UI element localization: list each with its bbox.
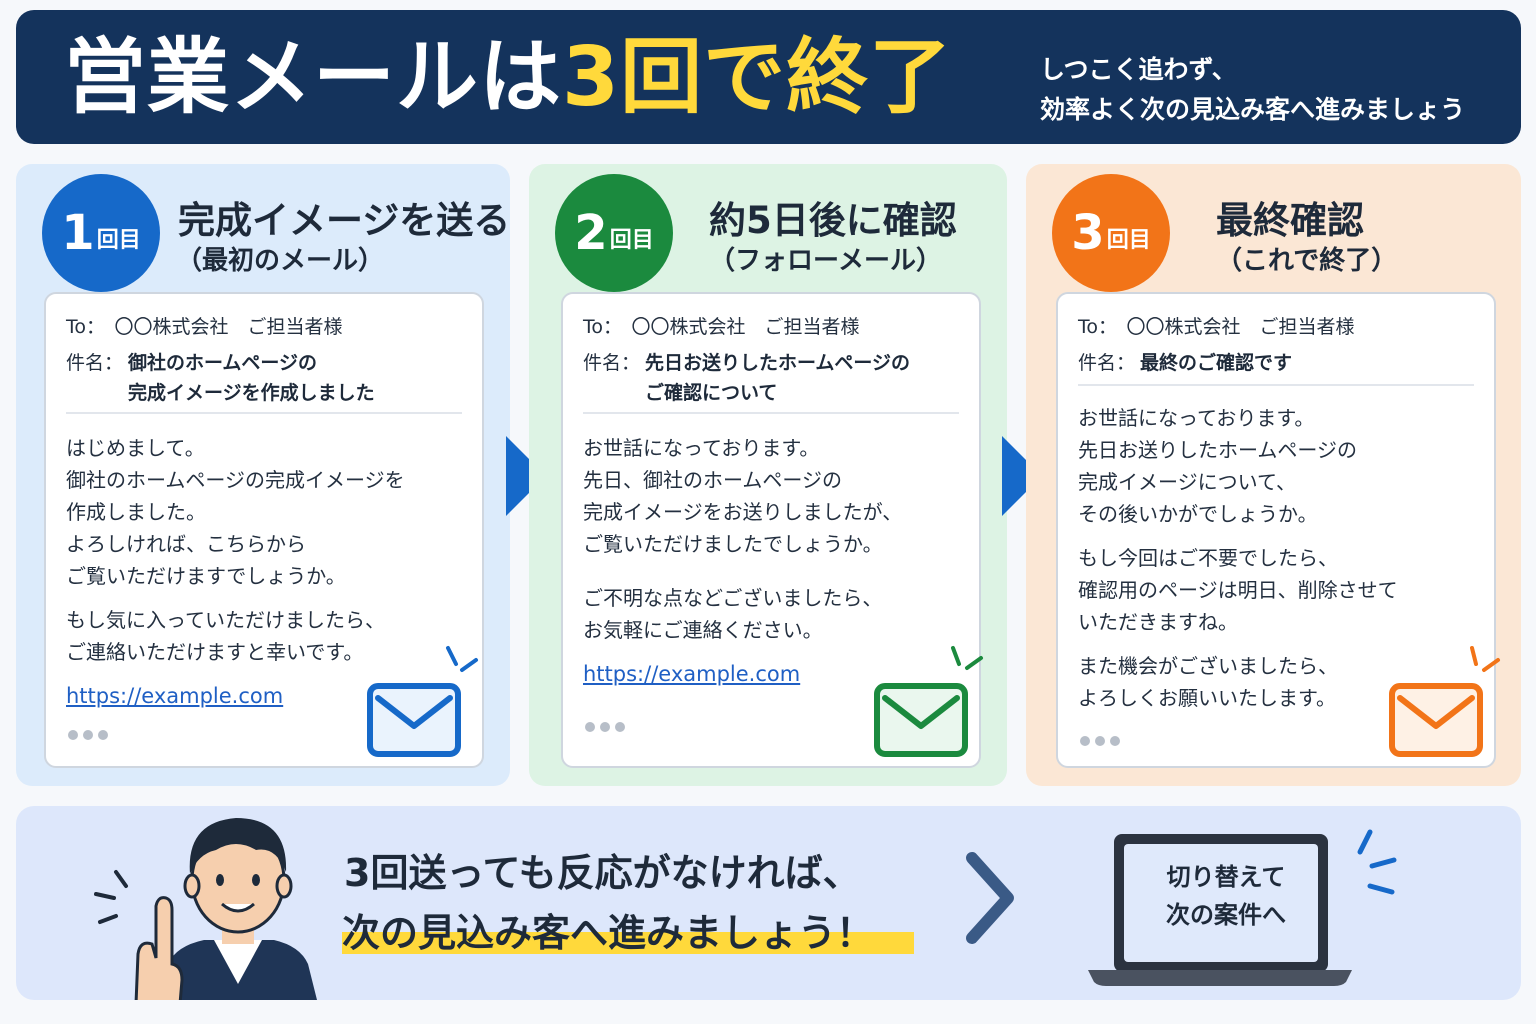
email-body-paragraph: はじめまして。 御社のホームページの完成イメージを 作成しました。 よろしければ… [66,432,405,592]
email-subject: 先日お送りしたホームページの ご確認について [645,348,910,408]
body-line: ご不明な点などございましたら、 [583,586,883,610]
header-sub-line2: 効率よく次の見込み客へ進みましょう [1040,95,1466,124]
title-main: 営業メールは [64,30,563,125]
step-3-number: 3 [1071,205,1105,261]
email-subject-line: ご確認について [645,382,778,404]
step-3-title: 最終確認 [1216,199,1364,242]
step-2-unit: 回目 [609,228,654,253]
email-to: To： 〇〇株式会社 ご担当者様 [583,316,860,338]
email-body-paragraph: お世話になっております。 先日、御社のホームページの 完成イメージをお送りしまし… [583,432,902,560]
email-to: To： 〇〇株式会社 ご担当者様 [66,316,343,338]
more-dots-icon [68,730,108,740]
email-subject: 御社のホームページの 完成イメージを作成しました [128,348,375,408]
body-line: 先日お送りしたホームページの [1078,438,1357,462]
email-body-paragraph: また機会がございましたら、 よろしくお願いいたします。 [1078,650,1338,714]
step-1-title: 完成イメージを送る [178,199,511,242]
email-subject-line: 先日お送りしたホームページの [645,352,911,374]
envelope-icon [1389,683,1483,757]
laptop-line-2: 次の案件へ [1166,901,1286,929]
header-sub-line1: しつこく追わず、 [1040,55,1237,84]
page-title: 営業メールは3回で終了 [64,28,952,128]
body-line: また機会がございましたら、 [1078,654,1338,678]
example-link[interactable]: https://example.com [583,662,801,686]
body-line: 作成しました。 [66,500,206,524]
divider [66,412,462,414]
footer-banner: 3回送っても反応がなければ、 次の見込み客へ進みましょう！ [16,806,1521,1000]
title-highlight: 3回で終了 [562,30,953,125]
email-subject-line: 完成イメージを作成しました [128,382,375,404]
body-line: ご覧いただけましたでしょうか。 [583,532,883,556]
step-1-unit: 回目 [96,228,141,253]
laptop-line-1: 切り替えて [1166,863,1286,891]
yellow-highlight [342,932,914,954]
step-3-subtitle: （これで終了） [1216,246,1398,276]
body-line: 御社のホームページの完成イメージを [66,468,405,492]
email-subject: 最終のご確認です [1140,348,1292,378]
envelope-icon [367,683,461,757]
step-3-unit: 回目 [1106,228,1151,253]
step-1-number: 1 [61,205,95,261]
more-dots-icon [585,722,625,732]
more-dots-icon [1080,736,1120,746]
body-line: その後いかがでしょうか。 [1078,502,1318,526]
footer-line-1: 3回送っても反応がなければ、 [344,851,861,895]
email-subject-label: 件名： [66,352,124,374]
step-2-title: 約5日後に確認 [709,199,957,242]
email-card-3: To： 〇〇株式会社 ご担当者様 件名： 最終のご確認です お世話になっておりま… [1056,292,1500,768]
body-line: もし気に入っていただけましたら、 [66,608,385,632]
footer-line-2: 次の見込み客へ進みましょう！ [342,911,875,955]
email-subject-label: 件名： [1078,352,1136,374]
laptop-screen-text: 切り替えて 次の案件へ [1117,858,1335,934]
laptop-icon [1088,834,1352,986]
body-line: お気軽にご連絡ください。 [583,618,823,642]
body-line: お世話になっております。 [1078,406,1315,430]
sparkle-lines-icon [951,646,983,670]
sparkle-lines-icon [1470,646,1500,672]
header-subtitle: しつこく追わず、 効率よく次の見込み客へ進みましょう [1040,50,1465,130]
body-line: はじめまして。 [66,436,205,460]
divider [583,412,959,414]
step-2-subtitle: （フォローメール） [709,246,942,276]
email-body-paragraph: ご不明な点などございましたら、 お気軽にご連絡ください。 [583,582,882,646]
email-card-1: To： 〇〇株式会社 ご担当者様 件名： 御社のホームページの 完成イメージを作… [44,292,484,768]
envelope-icon [874,683,968,757]
email-body-paragraph: もし気に入っていただけましたら、 ご連絡いただけますと幸いです。 [66,604,385,668]
body-line: 確認用のページは明日、削除させて [1078,578,1398,602]
chevron-right-icon [966,852,1014,944]
step-1-subtitle: （最初のメール） [176,246,385,276]
sparkle-lines-icon [1357,829,1397,895]
sparkle-lines-icon [446,646,478,672]
email-card-2: To： 〇〇株式会社 ご担当者様 件名： 先日お送りしたホームページの ご確認に… [561,292,983,768]
footer-line-2-wrap: 次の見込み客へ進みましょう！ [342,902,914,957]
body-line: もし今回はご不要でしたら、 [1078,546,1338,570]
example-link[interactable]: https://example.com [66,684,284,708]
body-line: 完成イメージについて、 [1078,470,1296,494]
email-subject-line: 最終のご確認です [1140,352,1293,374]
body-line: よろしくお願いいたします。 [1078,686,1336,710]
body-line: 完成イメージをお送りしましたが、 [583,500,903,524]
email-body-paragraph: もし今回はご不要でしたら、 確認用のページは明日、削除させて いただきますね。 [1078,542,1398,638]
body-line: お世話になっております。 [583,436,820,460]
email-body-paragraph: お世話になっております。 先日お送りしたホームページの 完成イメージについて、 … [1078,402,1357,530]
email-subject-line: 御社のホームページの [128,352,318,374]
email-subject-label: 件名： [583,352,641,374]
body-line: いただきますね。 [1078,610,1238,634]
body-line: ご覧いただけますでしょうか。 [66,564,346,588]
businessman-illustration [94,818,317,1000]
email-to: To： 〇〇株式会社 ご担当者様 [1078,316,1355,338]
body-line: よろしければ、こちらから [66,532,306,556]
body-line: 先日、御社のホームページの [583,468,842,492]
header-banner: 営業メールは3回で終了 しつこく追わず、 効率よく次の見込み客へ進みましょう [16,10,1521,144]
divider [1078,384,1474,386]
body-line: ご連絡いただけますと幸いです。 [66,640,364,664]
step-2-number: 2 [574,205,608,261]
